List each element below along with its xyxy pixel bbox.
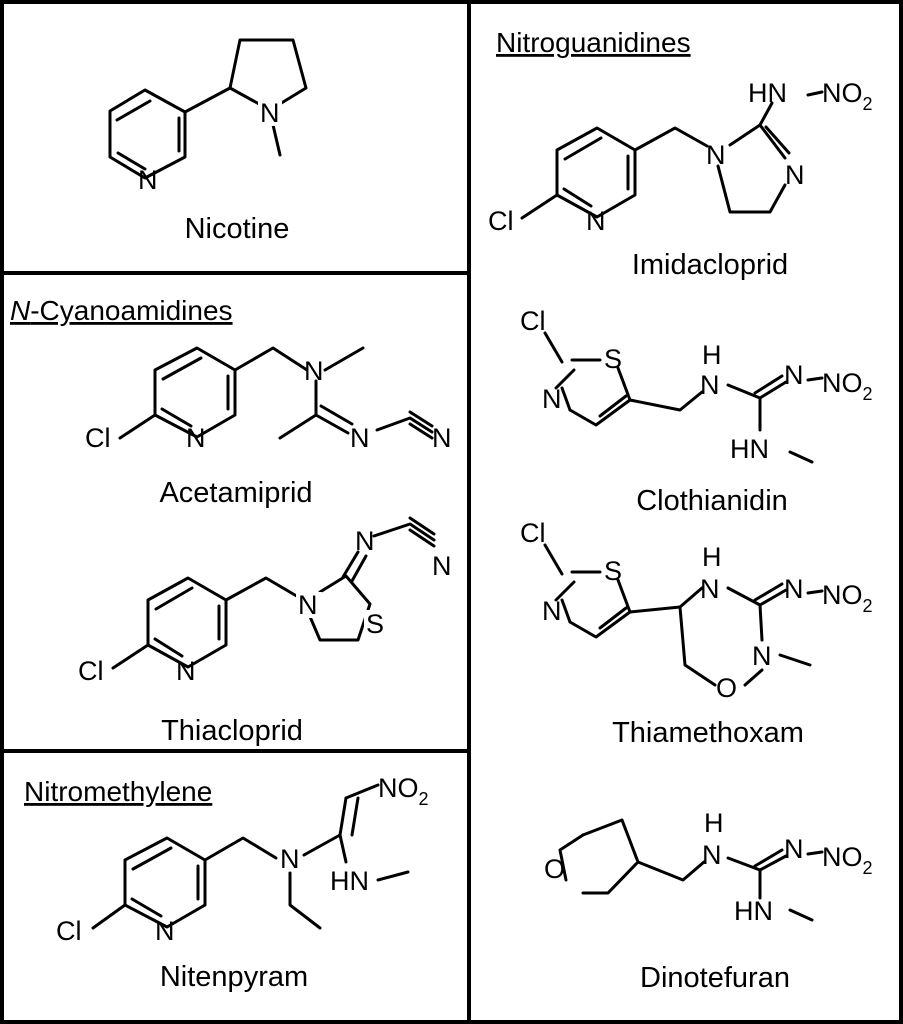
thiamethoxam-structure: Cl S N H N N NO2 N O Thiamethoxam (520, 518, 873, 749)
atom-no: NO2 (822, 842, 873, 878)
atom-no: NO2 (822, 368, 873, 404)
atom-n: N (706, 140, 726, 170)
atom-cl: Cl (488, 206, 514, 236)
atom-n: N (586, 206, 606, 236)
heading-nitroguanidines: Nitroguanidines (496, 27, 691, 58)
atom-n: N (304, 356, 324, 386)
atom-o: O (544, 854, 565, 884)
atom-n: N (784, 360, 804, 390)
atom-n: N (752, 641, 772, 671)
atom-no: NO2 (822, 78, 873, 114)
compound-name-thiamethoxam: Thiamethoxam (612, 717, 804, 749)
compound-name-nicotine: Nicotine (185, 213, 290, 245)
atom-n: N (350, 423, 370, 453)
atom-h: H (704, 808, 724, 838)
atom-n: N (542, 384, 562, 414)
atom-o: O (716, 673, 737, 703)
atom-cl: Cl (78, 656, 104, 686)
atom-hn: HN (730, 434, 769, 464)
dinotefuran-structure: O H N N NO2 HN Dinotefuran (544, 808, 873, 994)
atom-n: N (298, 590, 318, 620)
atom-n: N (784, 834, 804, 864)
atom-hn: HN (748, 78, 787, 108)
atom-hn: HN (734, 896, 773, 926)
atom-no: NO2 (378, 773, 429, 809)
compound-name-clothianidin: Clothianidin (636, 485, 788, 517)
atom-n: N (138, 165, 158, 195)
heading-cyanoamidines: N-Cyanoamidines (10, 295, 233, 326)
atom-s: S (604, 556, 622, 586)
atom-s: S (604, 344, 622, 374)
atom-n: N (542, 596, 562, 626)
clothianidin-structure: Cl S N H N N NO2 HN Clothianidin (520, 306, 873, 517)
atom-n: N (784, 574, 804, 604)
atom-n: N (355, 526, 375, 556)
compound-name-nitenpyram: Nitenpyram (160, 961, 308, 993)
atom-cl: Cl (56, 916, 82, 946)
atom-h: H (702, 542, 722, 572)
atom-no: NO2 (822, 580, 873, 616)
atom-cl: Cl (520, 518, 546, 548)
atom-s: S (366, 609, 384, 639)
acetamiprid-structure: N N Cl N N Acetamiprid (85, 346, 452, 509)
atom-h: H (702, 340, 722, 370)
compound-name-thiacloprid: Thiacloprid (161, 715, 303, 747)
atom-n: N (432, 551, 452, 581)
heading-nitromethylene: Nitromethylene (24, 776, 212, 807)
atom-n: N (176, 656, 196, 686)
atom-n: N (260, 98, 280, 128)
atom-n: N (280, 844, 300, 874)
atom-n: N (432, 423, 452, 453)
atom-n: N (700, 574, 720, 604)
thiacloprid-structure: N S N N N Cl Thiacloprid (78, 516, 452, 747)
atom-n: N (785, 160, 805, 190)
atom-n: N (702, 840, 722, 870)
compound-name-dinotefuran: Dinotefuran (640, 962, 790, 994)
atom-cl: Cl (85, 423, 111, 453)
atom-n: N (155, 916, 175, 946)
atom-hn: HN (330, 866, 369, 896)
nicotine-structure: N N Nicotine (108, 38, 308, 245)
compound-name-acetamiprid: Acetamiprid (159, 477, 312, 509)
atom-n: N (186, 423, 206, 453)
atom-cl: Cl (520, 306, 546, 336)
nitenpyram-structure: N NO2 HN N Cl Nitenpyram (56, 773, 429, 993)
compound-name-imidacloprid: Imidacloprid (632, 249, 788, 281)
imidacloprid-structure: N N HN NO2 N Cl Imidacloprid (488, 78, 873, 281)
atom-n: N (700, 370, 720, 400)
